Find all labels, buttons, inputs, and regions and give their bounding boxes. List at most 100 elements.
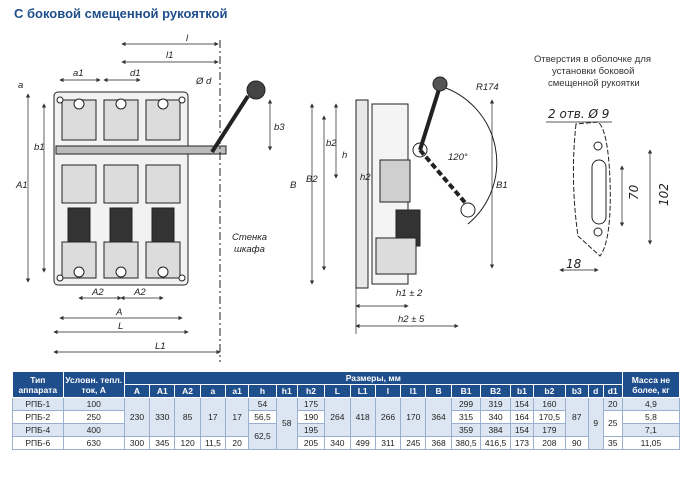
cell-A2: 85 bbox=[174, 397, 201, 437]
cell-B1: 315 bbox=[450, 410, 482, 424]
dim-b1: b1 bbox=[34, 142, 45, 153]
dim-l1: l1 bbox=[166, 50, 173, 61]
cell-h: 54 bbox=[248, 397, 277, 411]
dim-h: h bbox=[342, 150, 347, 161]
cell-B2: 416,5 bbox=[480, 436, 511, 450]
col-h2: h2 bbox=[296, 384, 326, 398]
cell-d1: 20 bbox=[602, 397, 623, 411]
cell-b3: 90 bbox=[564, 436, 589, 450]
cell-a1: 20 bbox=[225, 436, 250, 450]
cell-B1: 359 bbox=[450, 423, 482, 437]
dim-angle: 120° bbox=[448, 152, 468, 163]
hole-slot bbox=[591, 159, 607, 225]
technical-drawing: l l1 a1 d1 Ø d a b1 A1 b3 A2 A2 A L L1 С… bbox=[15, 33, 671, 362]
front-view bbox=[25, 40, 273, 362]
header-current: Условн. тепл. ток, А bbox=[62, 371, 125, 398]
cell-L1: 499 bbox=[349, 436, 376, 450]
cell-B: 368 bbox=[425, 436, 452, 450]
col-B1: B1 bbox=[450, 384, 482, 398]
col-a1: a1 bbox=[225, 384, 250, 398]
side-dimension-labels: R174 120° b2 h h2 B B2 B1 h1 ± 2 h2 ± 5 bbox=[290, 82, 508, 325]
pole-3 bbox=[145, 99, 181, 279]
side-view bbox=[309, 76, 498, 334]
cell-b1: 154 bbox=[509, 397, 535, 411]
dim-A2-right: A2 bbox=[133, 287, 146, 298]
cell-d1: 25 bbox=[602, 410, 623, 437]
col-B: B bbox=[425, 384, 452, 398]
mounting-hole-top bbox=[593, 141, 603, 151]
cell-l1: 170 bbox=[400, 397, 427, 437]
cell-h2: 190 bbox=[296, 410, 326, 424]
cell-h: 62,5 bbox=[248, 423, 277, 450]
cell-b2: 179 bbox=[533, 423, 566, 437]
col-h: h bbox=[248, 384, 277, 398]
cell-type: РПБ-6 bbox=[12, 436, 64, 450]
cell-l1: 245 bbox=[400, 436, 427, 450]
header-type: Тип аппарата bbox=[12, 371, 64, 398]
col-l: l bbox=[374, 384, 402, 398]
dim-L1: L1 bbox=[155, 341, 166, 352]
cell-b2: 170,5 bbox=[533, 410, 566, 424]
cell-mass: 4,9 bbox=[621, 397, 681, 411]
drive-shaft bbox=[55, 145, 227, 155]
dim-A: A bbox=[115, 307, 122, 318]
hole-note-line2: установки боковой bbox=[552, 66, 634, 77]
pole-2 bbox=[103, 99, 139, 279]
dim-b2: b2 bbox=[326, 138, 337, 149]
handle-arc bbox=[439, 85, 498, 225]
dim-h2: h2 bbox=[360, 172, 371, 183]
table-row: РПБ-1 100 230 330 85 17 17 54 58 175 264… bbox=[12, 397, 681, 450]
hole-note-line1: Отверстия в оболочке для bbox=[534, 54, 651, 65]
dim-A2-left: A2 bbox=[91, 287, 104, 298]
dim-B1: B1 bbox=[496, 180, 508, 191]
front-dimension-labels: l l1 a1 d1 Ø d a b1 A1 b3 A2 A2 A L L1 С… bbox=[15, 33, 285, 352]
table-row: РПБ-2 250 56,5 190 315 340 164 170,5 25 … bbox=[12, 410, 681, 437]
cell-l: 266 bbox=[374, 397, 402, 437]
col-B2: B2 bbox=[480, 384, 511, 398]
mounting-hole-bottom bbox=[593, 227, 603, 237]
cell-h2: 205 bbox=[296, 436, 326, 450]
cell-A1: 330 bbox=[149, 397, 176, 437]
wall-label-line2: шкафа bbox=[234, 244, 265, 255]
cell-current: 630 bbox=[62, 436, 125, 450]
cell-d: 9 bbox=[587, 397, 604, 450]
header-mass: Масса не более, кг bbox=[621, 371, 681, 398]
cell-L: 264 bbox=[324, 397, 351, 437]
dim-l: l bbox=[186, 33, 189, 44]
handle-knob bbox=[246, 80, 266, 100]
dim-a1: a1 bbox=[73, 68, 84, 79]
cell-B1: 380,5 bbox=[450, 436, 482, 450]
hole-detail bbox=[546, 121, 653, 273]
cell-A: 230 bbox=[123, 397, 151, 437]
cell-b1: 154 bbox=[509, 423, 535, 437]
cell-B1: 299 bbox=[450, 397, 482, 411]
cell-h2: 175 bbox=[296, 397, 326, 411]
dim-70: 70 bbox=[627, 184, 641, 200]
cell-b1: 164 bbox=[509, 410, 535, 424]
cell-current: 250 bbox=[62, 410, 125, 424]
dim-B2: B2 bbox=[306, 174, 318, 185]
col-L1: L1 bbox=[349, 384, 376, 398]
cell-a1: 17 bbox=[225, 397, 250, 437]
col-b2: b2 bbox=[533, 384, 566, 398]
cell-B: 364 bbox=[425, 397, 452, 437]
cell-d1: 35 bbox=[602, 436, 623, 450]
col-l1: l1 bbox=[400, 384, 427, 398]
dim-h2-tol: h2 ± 5 bbox=[398, 314, 425, 325]
cell-A: 300 bbox=[123, 436, 151, 450]
dim-a: a bbox=[18, 80, 23, 91]
dim-18: 18 bbox=[566, 257, 582, 271]
page-title: С боковой смещенной рукояткой bbox=[14, 6, 228, 21]
cell-type: РПБ-2 bbox=[12, 410, 64, 424]
hole-dimension-labels: 2 отв. Ø 9 70 102 18 bbox=[548, 107, 671, 271]
cell-a: 11,5 bbox=[199, 436, 227, 450]
cell-B2: 319 bbox=[480, 397, 511, 411]
dim-A1: A1 bbox=[15, 180, 28, 191]
cell-a: 17 bbox=[199, 397, 227, 437]
cell-b2: 208 bbox=[533, 436, 566, 450]
cell-b2: 160 bbox=[533, 397, 566, 411]
cell-mass: 7,1 bbox=[621, 423, 681, 437]
col-A: A bbox=[123, 384, 151, 398]
cell-type: РПБ-1 bbox=[12, 397, 64, 411]
cell-h: 56,5 bbox=[248, 410, 277, 424]
